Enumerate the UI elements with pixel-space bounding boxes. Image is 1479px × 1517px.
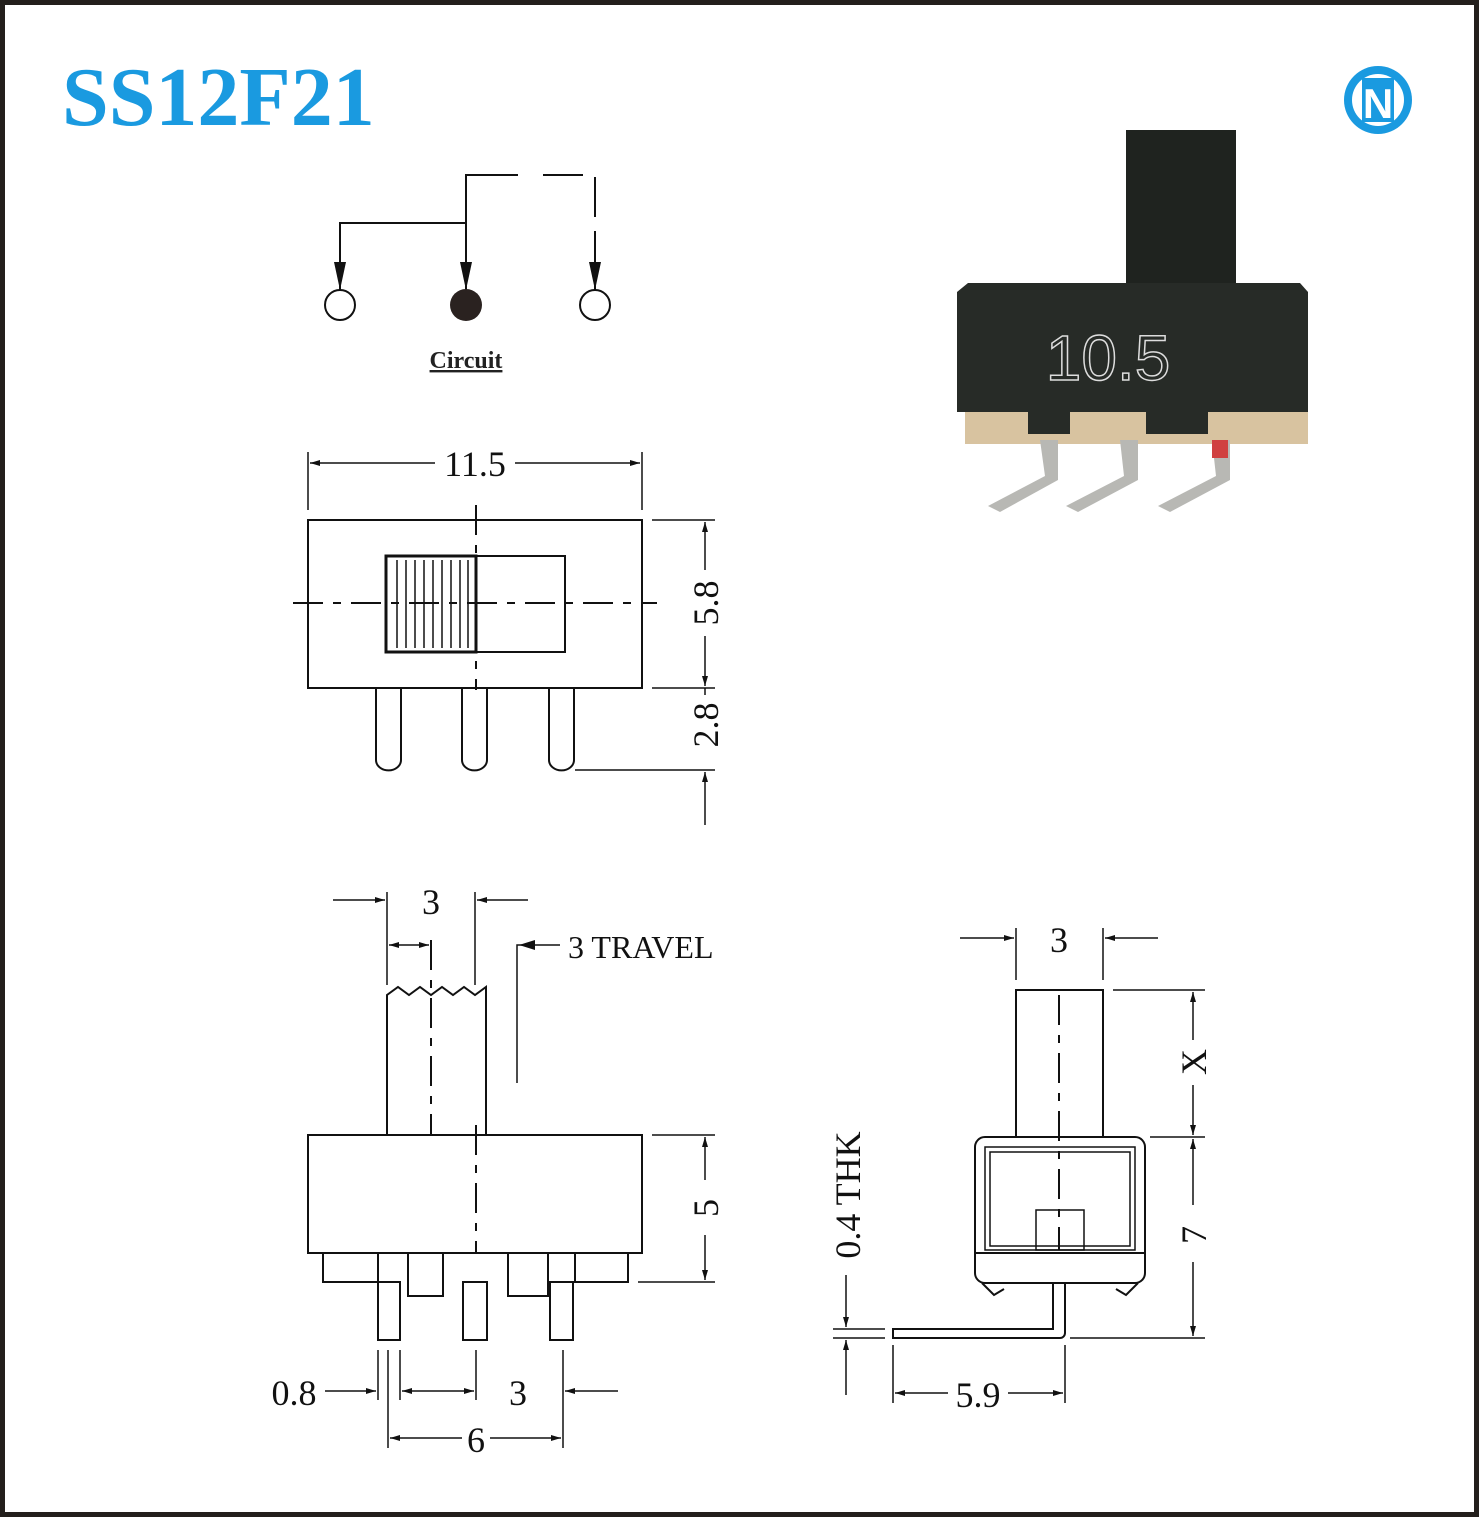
- svg-text:N: N: [1363, 80, 1393, 127]
- dim-travel: 3 TRAVEL: [568, 929, 714, 965]
- switch-photo: 10.5: [957, 130, 1308, 512]
- dim-body-height-side: 7: [1174, 1226, 1214, 1244]
- dim-actuator-height: X: [1174, 1049, 1214, 1075]
- circuit-diagram: Circuit: [324, 174, 611, 374]
- side-view-drawing: 3 X 7 0.4 THK 5.9: [828, 920, 1214, 1415]
- photo-marking: 10.5: [1046, 322, 1171, 394]
- dim-pin-length: 2.8: [686, 703, 726, 748]
- dim-side-actuator-width: 3: [1050, 920, 1068, 960]
- terminal-common-icon: [450, 289, 482, 321]
- dim-pin-span: 6: [467, 1420, 485, 1460]
- dim-actuator-width: 3: [422, 882, 440, 922]
- top-view-drawing: 11.5 5.8 2.8: [293, 444, 726, 825]
- brand-logo: N: [1344, 66, 1412, 134]
- dim-lead-length: 5.9: [956, 1375, 1001, 1415]
- terminal-open-icon: [324, 289, 356, 321]
- dim-width: 11.5: [444, 444, 506, 484]
- dim-thickness: 0.4 THK: [828, 1131, 868, 1258]
- dim-height: 5.8: [686, 581, 726, 626]
- dim-pin-pitch: 3: [509, 1373, 527, 1413]
- circuit-label: Circuit: [430, 348, 503, 374]
- product-title: SS12F21: [62, 51, 375, 144]
- terminal-open-icon: [579, 289, 611, 321]
- dim-pin-width: 0.8: [272, 1373, 317, 1413]
- dim-body-height: 5: [686, 1199, 726, 1217]
- front-view-drawing: 3 3 TRAVEL 5 0.8 3 6: [272, 882, 727, 1460]
